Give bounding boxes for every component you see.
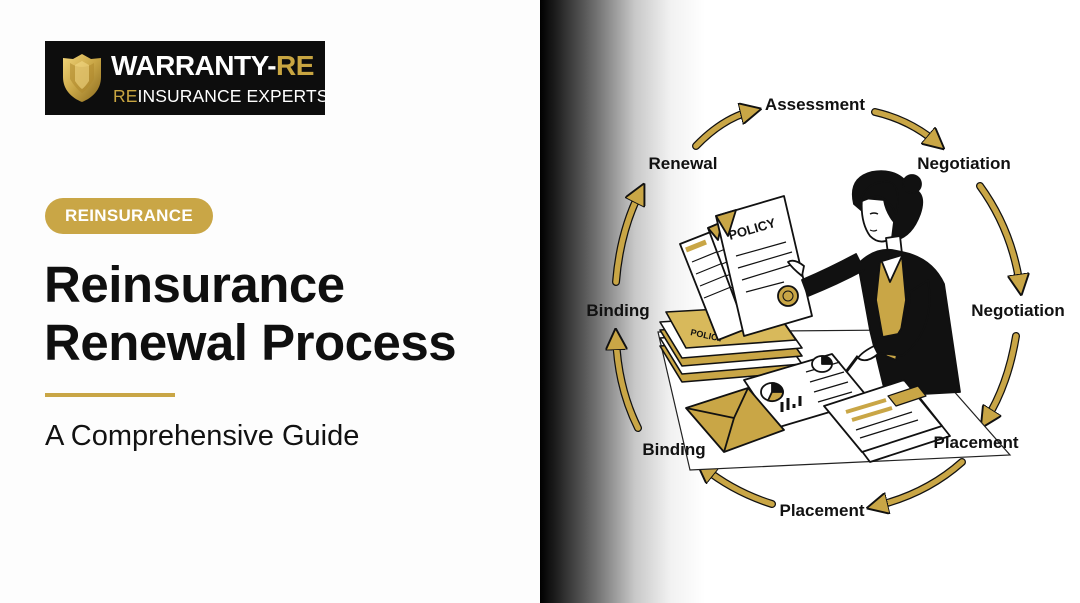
subtitle: A Comprehensive Guide <box>45 420 360 452</box>
cycle-arrow-icon <box>692 111 752 150</box>
document-icon <box>823 379 951 463</box>
brand-tagline: REINSURANCE EXPERTS <box>113 86 329 106</box>
renewal-cycle-illustration: POLICY POLICY <box>540 0 1080 603</box>
cycle-step-placement-2: Placement <box>779 501 865 520</box>
cycle-arrow-icon <box>616 338 642 432</box>
right-panel: POLICY POLICY <box>540 0 1080 603</box>
businesswoman-illustration <box>787 170 961 397</box>
category-badge: REINSURANCE <box>45 198 213 234</box>
title-divider <box>45 393 175 397</box>
cycle-step-negotiation-2: Negotiation <box>971 301 1065 320</box>
page-title: Reinsurance Renewal Process <box>44 256 457 372</box>
seal-icon <box>777 285 799 307</box>
title-line-2: Renewal Process <box>44 314 457 371</box>
cycle-step-negotiation-1: Negotiation <box>917 154 1011 173</box>
cycle-arrow-icon <box>704 468 776 508</box>
brand-name: WARRANTY-RE <box>111 50 314 81</box>
cycle-arrow-icon <box>876 458 966 506</box>
cycle-step-binding-2: Binding <box>586 301 650 320</box>
policy-document: POLICY <box>715 195 813 337</box>
cycle-arrows <box>616 111 1020 506</box>
left-panel: WARRANTY-RE REINSURANCE EXPERTS REINSURA… <box>44 41 457 452</box>
cycle-arrow-icon <box>612 192 640 286</box>
pie-chart-icon <box>760 382 784 402</box>
cycle-arrow-icon <box>976 182 1020 286</box>
cycle-step-assessment: Assessment <box>764 95 866 114</box>
cycle-step-placement-1: Placement <box>933 433 1019 452</box>
shield-logo-icon <box>63 54 101 102</box>
title-line-1: Reinsurance <box>44 256 345 313</box>
envelope-icon <box>685 387 785 453</box>
cycle-arrow-icon <box>986 332 1020 420</box>
cycle-step-binding-1: Binding <box>642 440 706 459</box>
brand-logo[interactable]: WARRANTY-RE REINSURANCE EXPERTS <box>45 41 328 115</box>
bar-chart-icon <box>780 396 802 412</box>
cycle-step-renewal: Renewal <box>648 154 718 173</box>
cycle-arrow-icon <box>871 108 937 143</box>
